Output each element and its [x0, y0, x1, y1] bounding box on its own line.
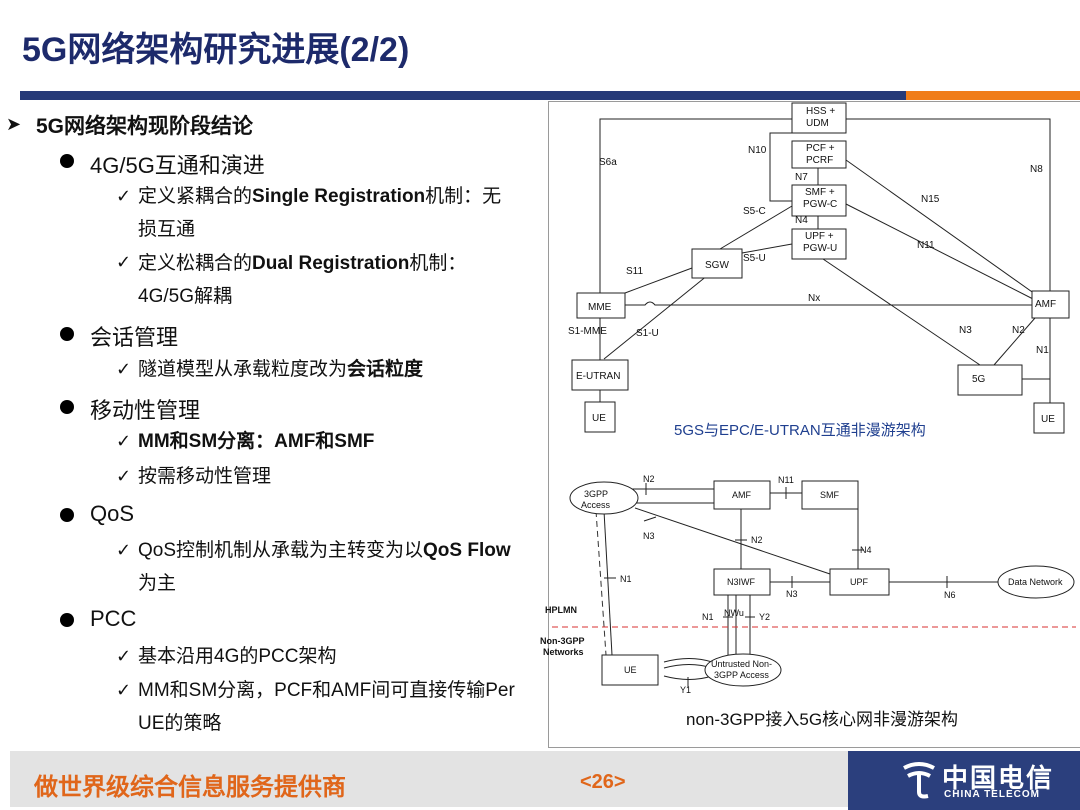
- node-upf-pgwu: UPF +: [805, 231, 834, 242]
- ref-s6a: S6a: [599, 157, 617, 168]
- page-number: <26>: [580, 771, 626, 793]
- node-ue-non3gpp: UE: [624, 665, 637, 675]
- page-title: 5G网络架构研究进展(2/2): [22, 31, 410, 69]
- check-icon: ✓: [116, 359, 132, 379]
- ref-n2-n3iwf: N2: [751, 535, 763, 545]
- node-mme: MME: [588, 302, 612, 313]
- check-icon: ✓: [116, 431, 132, 451]
- zone-non3gpp-line2: Networks: [543, 647, 584, 657]
- node-untrusted-access-line2: 3GPP Access: [714, 670, 769, 680]
- ref-n3: N3: [959, 325, 972, 336]
- title-underline-orange: [906, 91, 1080, 100]
- sub-bullet-on-demand-mobility: 按需移动性管理: [138, 466, 272, 487]
- dot-bullet-icon: [60, 400, 74, 414]
- check-icon: ✓: [116, 466, 132, 486]
- title-underline-navy: [20, 91, 906, 100]
- node-ue-5g: UE: [1041, 414, 1055, 425]
- node-ue-4g: UE: [592, 413, 606, 424]
- node-n3iwf: N3IWF: [727, 577, 756, 587]
- ref-n2-access: N2: [643, 474, 655, 484]
- ref-n11-2: N11: [778, 475, 794, 485]
- ref-y1: Y1: [680, 685, 691, 695]
- bullet-pcc: PCC: [90, 606, 137, 631]
- footer-slogan: 做世界级综合信息服务提供商: [34, 774, 346, 801]
- bullet-session-management: 会话管理: [90, 325, 179, 350]
- sub-bullet-tunnel-model: 隧道模型从承载粒度改为会话粒度: [138, 359, 424, 380]
- check-icon: ✓: [116, 540, 132, 560]
- dot-bullet-icon: [60, 154, 74, 168]
- check-icon: ✓: [116, 186, 132, 206]
- ref-nwu: NWu: [724, 608, 744, 618]
- node-untrusted-access: Untrusted Non-: [711, 659, 772, 669]
- ref-n1-2: N1: [620, 574, 632, 584]
- ref-n4: N4: [795, 215, 808, 226]
- node-hss-udm-line2: UDM: [806, 118, 829, 129]
- check-icon: ✓: [116, 646, 132, 666]
- node-amf-2: AMF: [732, 490, 752, 500]
- node-5g-ran: 5G: [972, 374, 986, 385]
- node-smf-2: SMF: [820, 490, 840, 500]
- bullet-mobility-management: 移动性管理: [90, 398, 201, 423]
- sub-bullet-mm-sm-split: MM和SM分离：AMF和SMF: [138, 431, 375, 452]
- zone-hplmn: HPLMN: [545, 605, 577, 615]
- node-3gpp-access-line2: Access: [581, 500, 611, 510]
- zone-non3gpp: Non-3GPP: [540, 636, 585, 646]
- dot-bullet-icon: [60, 613, 74, 627]
- ref-nx: Nx: [808, 293, 820, 304]
- node-smf-pgwc-line2: PGW-C: [803, 199, 837, 210]
- logo-english-name: CHINA TELECOM: [944, 789, 1040, 800]
- ref-n3-n3iwf: N3: [786, 589, 798, 599]
- node-hss-udm: HSS +: [806, 106, 835, 117]
- ref-s11: S11: [626, 266, 643, 277]
- arrow-bullet-icon: ➤: [6, 114, 22, 134]
- ref-n7: N7: [795, 172, 808, 183]
- check-icon: ✓: [116, 252, 132, 272]
- node-sgw: SGW: [705, 260, 729, 271]
- china-telecom-logo-panel: [848, 751, 1080, 810]
- node-amf: AMF: [1035, 299, 1056, 310]
- bullet-interworking: 4G/5G互通和演进: [90, 153, 265, 178]
- ref-y2: Y2: [759, 612, 770, 622]
- ref-s5c: S5-C: [743, 206, 766, 217]
- node-pcf-pcrf-line2: PCRF: [806, 155, 833, 166]
- node-3gpp-access: 3GPP: [584, 489, 608, 499]
- ref-n8: N8: [1030, 164, 1043, 175]
- ref-n4-2: N4: [860, 545, 872, 555]
- ref-s5u: S5-U: [743, 253, 766, 264]
- ref-s1-u: S1-U: [636, 328, 659, 339]
- node-eutran: E-UTRAN: [576, 371, 620, 382]
- logo-chinese-name: 中国电信: [942, 763, 1055, 793]
- node-upf-pgwu-line2: PGW-U: [803, 243, 837, 254]
- ref-n1: N1: [1036, 345, 1049, 356]
- sub-bullet-dual-registration: 定义松耦合的Dual Registration机制：4G/5G解耦: [138, 253, 467, 307]
- ref-n10: N10: [748, 145, 767, 156]
- node-data-network: Data Network: [1008, 577, 1063, 587]
- ref-n2: N2: [1012, 325, 1025, 336]
- diagram1-caption: 5GS与EPC/E-UTRAN互通非漫游架构: [674, 422, 926, 439]
- ref-s1-mme: S1-MME: [568, 326, 607, 337]
- ref-n6: N6: [944, 590, 956, 600]
- diagram2-caption: non-3GPP接入5G核心网非漫游架构: [686, 710, 958, 729]
- bullet-qos: QoS: [90, 501, 135, 526]
- sub-bullet-single-registration: 定义紧耦合的Single Registration机制：无损互通: [138, 186, 502, 240]
- node-pcf-pcrf: PCF +: [806, 143, 835, 154]
- china-telecom-logo-icon: [903, 762, 935, 799]
- dot-bullet-icon: [60, 508, 74, 522]
- sub-bullet-pcc-architecture: 基本沿用4G的PCC架构: [138, 646, 337, 667]
- node-upf-2: UPF: [850, 577, 869, 587]
- ref-n1-ue: N1: [702, 612, 714, 622]
- section-heading: 5G网络架构现阶段结论: [36, 115, 254, 138]
- ref-n11: N11: [917, 240, 935, 251]
- ref-n15: N15: [921, 194, 940, 205]
- ref-n3-access: N3: [643, 531, 655, 541]
- dot-bullet-icon: [60, 327, 74, 341]
- node-smf-pgwc: SMF +: [805, 187, 835, 198]
- check-icon: ✓: [116, 680, 132, 700]
